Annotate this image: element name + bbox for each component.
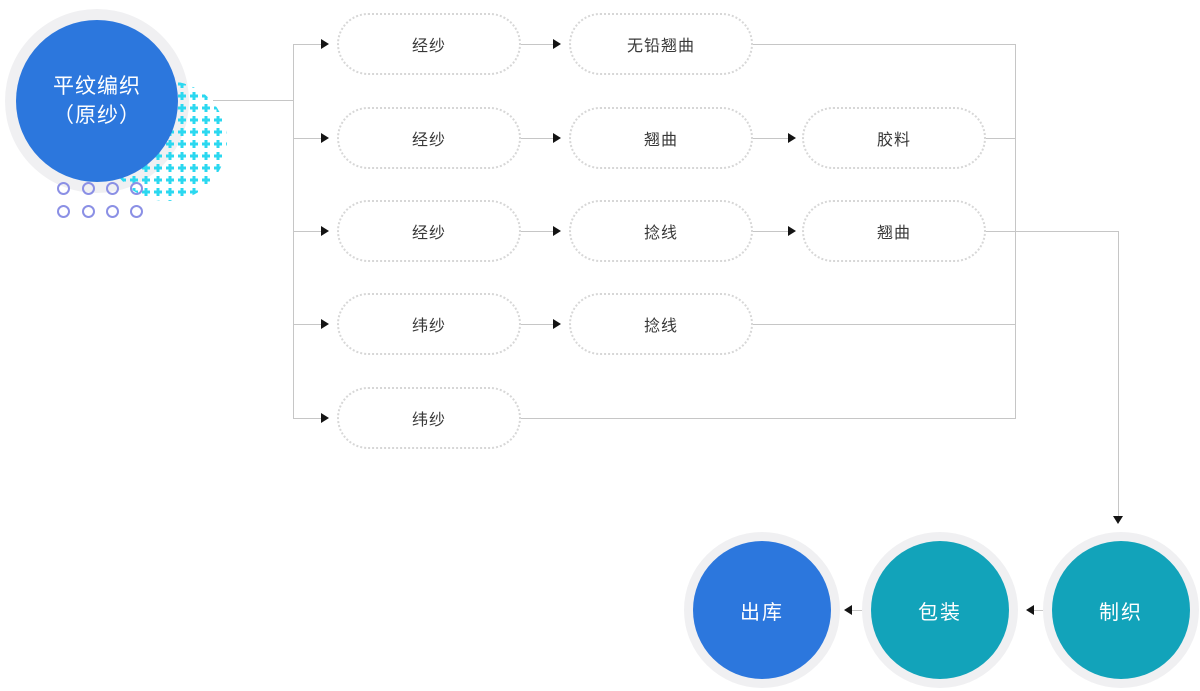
source-node-label-line2: （原纱）	[53, 104, 141, 127]
connector-line	[521, 231, 553, 232]
step-label: 翘曲	[643, 132, 678, 149]
arrow-right-icon	[321, 319, 329, 329]
arrow-left-icon	[1026, 605, 1034, 615]
process-step-pill: 经纱	[337, 13, 521, 75]
connector-line	[753, 138, 788, 139]
connector-line	[753, 324, 1015, 325]
arrow-left-icon	[844, 605, 852, 615]
connector-line	[293, 231, 321, 232]
process-step-pill: 纬纱	[337, 293, 521, 355]
connector-line	[753, 231, 788, 232]
connector-line	[753, 44, 1015, 45]
ring-dot-icon	[82, 205, 95, 218]
connector-line	[986, 138, 1015, 139]
weaving-node: 制织	[1052, 541, 1190, 679]
outbound-node: 出库	[693, 541, 831, 679]
arrow-right-icon	[321, 39, 329, 49]
connector-line	[521, 138, 553, 139]
step-label: 捻线	[643, 225, 678, 242]
connector-line	[293, 418, 321, 419]
packing-node: 包装	[871, 541, 1009, 679]
arrow-right-icon	[321, 413, 329, 423]
outbound-node-label: 出库	[740, 601, 784, 624]
source-node-label-line1: 平纹编织	[53, 74, 141, 98]
step-label: 无铅翘曲	[626, 38, 695, 55]
connector-line	[986, 231, 1118, 232]
arrow-right-icon	[788, 226, 796, 236]
packing-node-label: 包装	[918, 601, 962, 624]
arrow-right-icon	[553, 39, 561, 49]
process-step-pill: 翘曲	[802, 200, 986, 262]
connector-line	[293, 138, 321, 139]
connector-line	[1118, 231, 1119, 516]
connector-line	[293, 324, 321, 325]
arrow-right-icon	[553, 319, 561, 329]
ring-dot-icon	[57, 182, 70, 195]
arrow-right-icon	[788, 133, 796, 143]
connector-line	[852, 610, 865, 611]
ring-dot-icon	[57, 205, 70, 218]
connector-line	[293, 44, 321, 45]
step-label: 纬纱	[411, 318, 446, 335]
weaving-node-label: 制织	[1099, 601, 1143, 624]
arrow-right-icon	[321, 226, 329, 236]
connector-line	[1015, 44, 1016, 419]
step-label: 捻线	[643, 318, 678, 335]
source-node: 平纹编织 （原纱）	[16, 20, 178, 182]
process-step-pill: 无铅翘曲	[569, 13, 753, 75]
ring-dot-icon	[130, 205, 143, 218]
process-step-pill: 捻线	[569, 200, 753, 262]
connector-line	[521, 418, 1015, 419]
process-step-pill: 纬纱	[337, 387, 521, 449]
connector-line	[521, 324, 553, 325]
step-label: 经纱	[411, 38, 446, 55]
arrow-right-icon	[321, 133, 329, 143]
connector-line	[1034, 610, 1046, 611]
ring-dot-icon	[130, 182, 143, 195]
step-label: 经纱	[411, 225, 446, 242]
arrow-right-icon	[553, 226, 561, 236]
arrow-down-icon	[1113, 516, 1123, 524]
connector-line	[521, 44, 553, 45]
ring-dot-icon	[106, 205, 119, 218]
process-step-pill: 捻线	[569, 293, 753, 355]
process-step-pill: 翘曲	[569, 107, 753, 169]
step-label: 翘曲	[876, 225, 911, 242]
ring-dot-icon	[82, 182, 95, 195]
arrow-right-icon	[553, 133, 561, 143]
process-step-pill: 经纱	[337, 107, 521, 169]
step-label: 经纱	[411, 132, 446, 149]
step-label: 纬纱	[411, 412, 446, 429]
connector-line	[213, 100, 293, 101]
process-step-pill: 胶料	[802, 107, 986, 169]
ring-dot-icon	[106, 182, 119, 195]
step-label: 胶料	[876, 132, 911, 149]
process-step-pill: 经纱	[337, 200, 521, 262]
